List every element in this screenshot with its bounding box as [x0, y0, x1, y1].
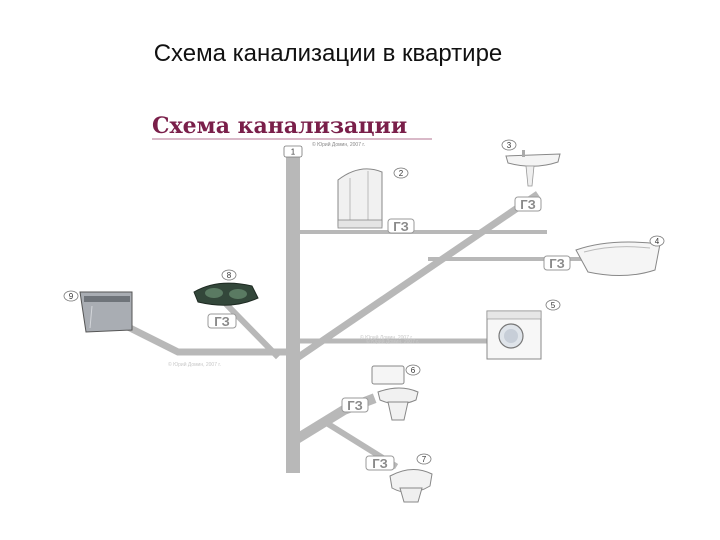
fitting-labels: ГЗ ГЗ ГЗ ГЗ ГЗ ГЗ: [207, 196, 571, 471]
number-4: 4: [655, 237, 660, 246]
number-3: 3: [507, 141, 512, 150]
number-badge-3: [501, 139, 517, 151]
bathtub-icon: [575, 241, 661, 277]
watermark-center: © Юрий Домин, 2007 г.: [360, 334, 413, 341]
fitting-badge-kitchen-sink: ГЗ: [207, 313, 237, 329]
bidet-icon: [389, 469, 433, 503]
fitting-badge-bidet: ГЗ: [365, 455, 395, 471]
number-badge-6: [405, 364, 421, 376]
fitting-label-washbasin: ГЗ: [520, 197, 536, 212]
fitting-badge-toilet: ГЗ: [341, 397, 369, 413]
fixture-7-bidet: 7: [389, 453, 433, 503]
fitting-badge-washbasin: ГЗ: [514, 196, 542, 212]
number-8: 8: [227, 271, 232, 280]
number-badge-4: [649, 235, 665, 247]
fitting-badge-shower: ГЗ: [387, 218, 415, 234]
toilet-icon: [371, 365, 419, 421]
number-7: 7: [422, 455, 427, 464]
shower-cabin-icon: [337, 168, 383, 229]
fitting-label-toilet: ГЗ: [347, 398, 363, 413]
dishwasher-drain-pipe: [121, 321, 294, 356]
fitting-label-kitchen-sink: ГЗ: [214, 314, 230, 329]
fixture-3-washbasin: 3: [501, 139, 561, 187]
fixture-9-dishwasher: 9: [63, 290, 133, 333]
number-2: 2: [399, 169, 404, 178]
number-badge-5: [545, 299, 561, 311]
fixture-8-kitchen-sink: 8: [193, 269, 259, 306]
fixture-6-toilet: 6: [371, 364, 421, 421]
number-badge-8: [221, 269, 237, 281]
fixture-4-bathtub: 4: [575, 235, 665, 277]
washing-machine-icon: [486, 310, 542, 360]
number-9: 9: [69, 292, 74, 301]
number-badge-1: [283, 145, 303, 158]
number-badge-7: [416, 453, 432, 465]
number-1: 1: [291, 148, 296, 157]
fitting-label-shower: ГЗ: [393, 219, 409, 234]
diagram-copyright: © Юрий Домин, 2007 г.: [312, 141, 365, 148]
fixture-5-washing-machine: 5: [486, 299, 561, 360]
number-badge-9: [63, 290, 79, 302]
watermark-right: © Юрий Домин, 2007 г.: [366, 338, 419, 345]
kitchen-sink-icon: [193, 282, 259, 306]
diagram-heading: Схема канализации: [152, 113, 407, 139]
number-badge-2: [393, 167, 409, 179]
slide-title: Схема канализации в квартире: [153, 40, 503, 67]
number-5: 5: [551, 301, 556, 310]
fixture-2-shower-cabin: 2: [337, 167, 409, 229]
washbasin-icon: [505, 150, 561, 187]
diagonal-branch-pipe: [295, 191, 540, 361]
number-6: 6: [411, 366, 416, 375]
kitchen-sink-drain-pipe: [223, 301, 281, 360]
fitting-badge-bathtub: ГЗ: [543, 255, 571, 271]
dishwasher-icon: [79, 291, 133, 333]
fitting-label-bathtub: ГЗ: [549, 256, 565, 271]
fitting-label-bidet: ГЗ: [372, 456, 388, 471]
fixture-1-riser: 1: [283, 145, 303, 158]
watermark-left: © Юрий Домин, 2007 г.: [168, 361, 221, 368]
